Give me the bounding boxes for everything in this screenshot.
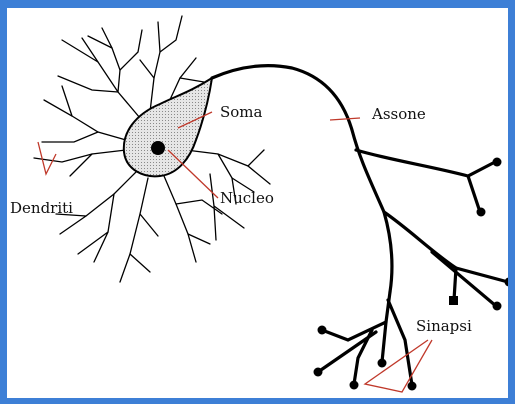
pointer-sinapsi [365, 340, 432, 392]
label-soma: Soma [220, 103, 263, 121]
label-assone: Assone [371, 105, 426, 123]
label-sinapsi: Sinapsi [416, 317, 472, 335]
diagram-canvas: Soma Assone Nucleo Dendriti Sinapsi [7, 8, 508, 398]
pointer-dendriti [38, 142, 56, 174]
neuron-diagram: Soma Assone Nucleo Dendriti Sinapsi [7, 8, 508, 398]
labels: Soma Assone Nucleo Dendriti Sinapsi [10, 103, 472, 335]
label-nucleo: Nucleo [220, 189, 274, 207]
pointer-assone [330, 118, 360, 120]
soma-cell-body [124, 78, 212, 176]
label-dendriti: Dendriti [10, 199, 73, 217]
nucleus [151, 141, 165, 155]
